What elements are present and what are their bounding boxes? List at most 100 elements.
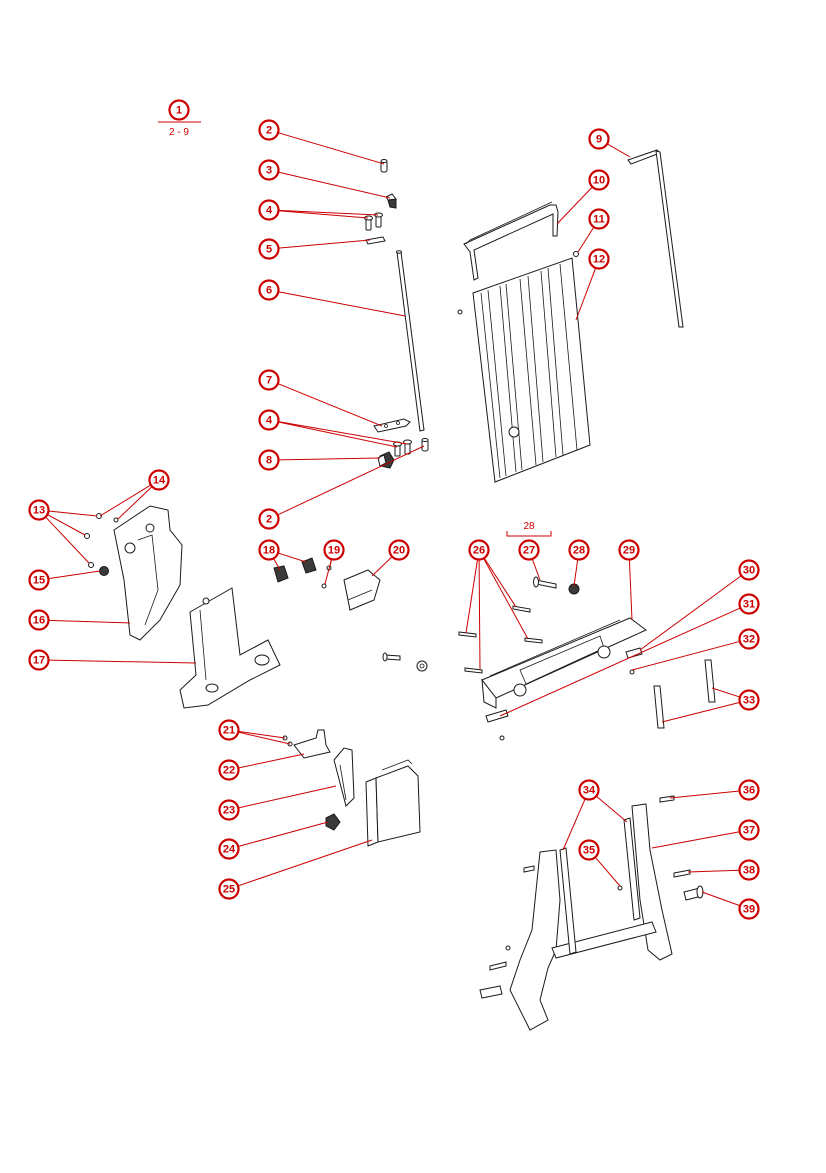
leader-line-29: [628, 559, 633, 621]
part-pin-lower: [421, 438, 429, 452]
leader-line-18: [273, 558, 281, 571]
callout-ring: [323, 539, 345, 561]
callout-2: 2: [258, 508, 280, 530]
callout-ring: [578, 779, 600, 801]
callout-32: 32: [738, 628, 760, 650]
callout-29: 29: [618, 539, 640, 561]
callout-number: 33: [743, 695, 755, 707]
callout-ring: [258, 449, 280, 471]
part-base-shroud: [179, 587, 281, 709]
callout-16: 16: [28, 609, 50, 631]
callout-15: 15: [28, 569, 50, 591]
part-small-nut: [573, 251, 579, 257]
leader-line-17: [48, 659, 197, 664]
leader-line-13: [45, 516, 90, 564]
callout-ring: [218, 759, 240, 781]
callout-2: 2: [258, 119, 280, 141]
callout-number: 15: [33, 575, 45, 587]
callout-ring: [28, 609, 50, 631]
callout-4: 4: [258, 409, 280, 431]
leader-line-30: [639, 575, 742, 651]
leader-line-24: [238, 821, 329, 847]
callout-number: 11: [593, 214, 605, 226]
callout-ring: [258, 409, 280, 431]
callout-ring: [28, 649, 50, 671]
callout-ring: [218, 799, 240, 821]
callout-6: 6: [258, 279, 280, 301]
leader-line-36: [669, 790, 740, 799]
callout-number: 4: [266, 205, 273, 217]
part-side-cover: [113, 505, 183, 641]
callout-ring: [258, 238, 280, 260]
leader-line-27: [531, 558, 541, 581]
leader-line-32: [631, 640, 740, 671]
leader-line-21: [238, 730, 286, 739]
leader-line-22: [238, 753, 305, 769]
leader-line-14: [99, 484, 152, 517]
callout-ring: [258, 508, 280, 530]
part-small-plate: [365, 236, 386, 245]
callout-ring: [28, 499, 50, 521]
callout-ring: [168, 99, 190, 121]
callout-ring: [738, 779, 760, 801]
leader-line-13: [47, 514, 86, 536]
leader-line-33: [711, 687, 741, 698]
part-bracket-large: [343, 569, 381, 611]
assembly-1-group: 2 - 9: [158, 121, 201, 138]
leader-line-4: [278, 421, 408, 445]
callout-number: 5: [266, 244, 272, 256]
callout-number: 37: [743, 825, 755, 837]
leader-line-8: [278, 457, 381, 461]
callout-24: 24: [218, 838, 240, 860]
callout-ring: [738, 628, 760, 650]
callout-33: 33: [738, 689, 760, 711]
leader-line-4: [278, 210, 369, 219]
callout-34: 34: [578, 779, 600, 801]
callout-31: 31: [738, 593, 760, 615]
part-clip: [385, 193, 397, 209]
leader-line-37: [651, 831, 740, 849]
callout-ring: [588, 208, 610, 230]
callout-20: 20: [388, 539, 410, 561]
callout-number: 16: [33, 615, 45, 627]
callout-ring: [568, 539, 590, 561]
callout-26: 26: [468, 539, 490, 561]
callout-ring: [738, 559, 760, 581]
callout-ring: [738, 898, 760, 920]
part-clamps: [273, 557, 317, 583]
callout-number: 28: [573, 545, 585, 557]
leader-line-19: [324, 559, 333, 585]
callout-number: 30: [743, 565, 755, 577]
callout-ring: [588, 169, 610, 191]
callout-ring: [738, 819, 760, 841]
callout-number: 25: [223, 884, 235, 896]
callout-30: 30: [738, 559, 760, 581]
callout-28: 28: [568, 539, 590, 561]
part-u-handle: [463, 201, 559, 281]
callout-number: 13: [33, 505, 45, 517]
callout-ring: [218, 878, 240, 900]
part-tall-panel: [457, 257, 591, 483]
callout-17: 17: [28, 649, 50, 671]
part-bolts-26: [458, 605, 543, 674]
callout-number: 7: [266, 375, 272, 387]
part-latch: [377, 451, 395, 469]
callout-number: 38: [743, 865, 755, 877]
callout-ring: [588, 248, 610, 270]
callout-number: 18: [263, 545, 275, 557]
callout-25: 25: [218, 878, 240, 900]
callout-ring: [578, 839, 600, 861]
leader-line-31: [499, 607, 741, 717]
callout-4: 4: [258, 199, 280, 221]
assembly-28-group: 28: [506, 521, 552, 537]
leader-line-21: [238, 731, 291, 745]
callout-37: 37: [738, 819, 760, 841]
part-bolt-27: [533, 576, 557, 589]
callout-22: 22: [218, 759, 240, 781]
part-small-brackets: [485, 647, 643, 741]
callout-number: 8: [266, 455, 272, 467]
callout-35: 35: [578, 839, 600, 861]
part-screws-top: [364, 212, 383, 231]
callout-18: 18: [258, 539, 280, 561]
callout-number: 14: [153, 475, 166, 487]
